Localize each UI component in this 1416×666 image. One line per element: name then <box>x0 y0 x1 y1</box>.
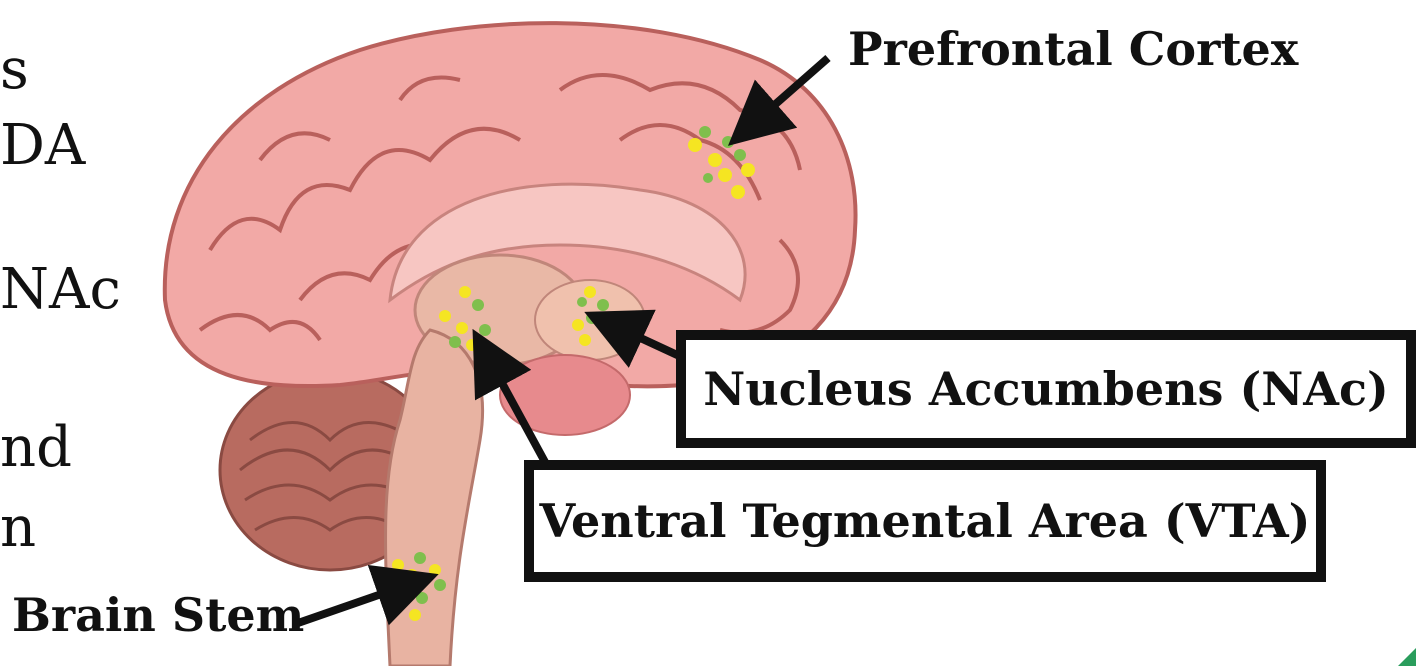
slide-corner-accent <box>1398 648 1416 666</box>
brainstem <box>386 330 483 666</box>
label-brain-stem: Brain Stem <box>12 588 304 642</box>
label-prefrontal-cortex: Prefrontal Cortex <box>848 22 1298 76</box>
label-ventral-tegmental-area: Ventral Tegmental Area (VTA) <box>524 460 1326 582</box>
label-nucleus-accumbens: Nucleus Accumbens (NAc) <box>676 330 1416 448</box>
